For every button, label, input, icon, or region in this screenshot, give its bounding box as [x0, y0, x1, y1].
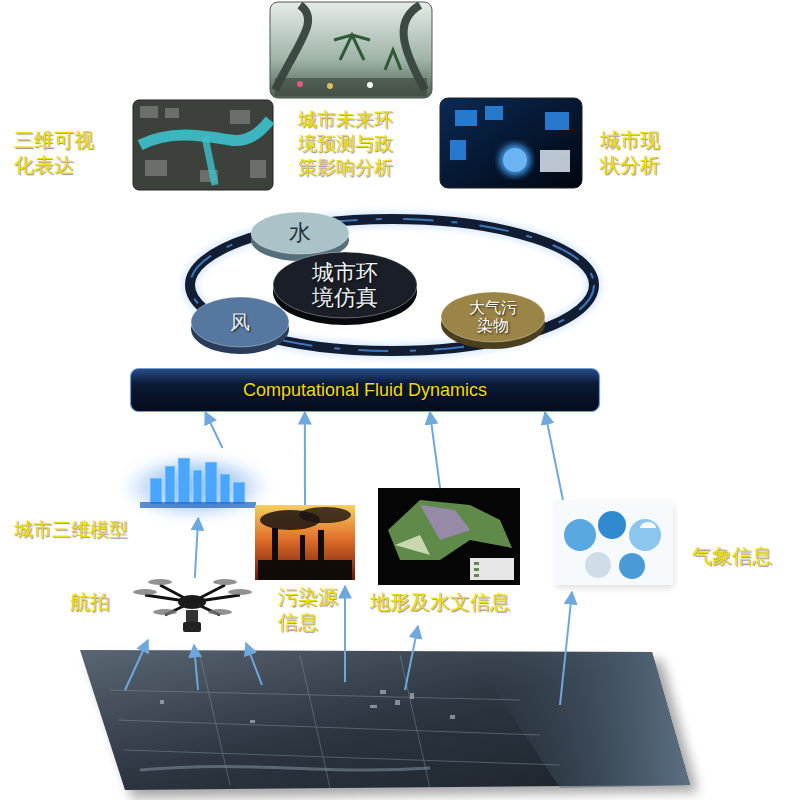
image-node: 三维可视化表达: [133, 100, 273, 190]
flow-arrow: [195, 518, 198, 578]
disc-label: 水: [267, 220, 333, 245]
map-image: [133, 100, 273, 190]
topic-disc: 风: [190, 293, 290, 355]
label-anchor: 航拍: [70, 590, 110, 615]
flow-arrow: [545, 412, 563, 500]
label-anchor: 地形及水文信息: [370, 590, 510, 615]
image-caption: 航拍: [70, 590, 110, 615]
flow-arrow: [304, 412, 306, 505]
disc-top: [191, 297, 289, 347]
city-base: [80, 650, 698, 798]
drone-image: [133, 579, 252, 632]
label-anchor: 三维可视化表达: [14, 128, 94, 178]
image-caption: 三维可视化表达: [14, 128, 94, 178]
image-node: 地形及水文信息: [378, 488, 520, 585]
flow-arrow: [430, 412, 440, 488]
pollution-image: [255, 505, 355, 580]
image-caption: 污染源信息: [278, 585, 338, 635]
method-bar: Computational Fluid Dynamics: [130, 368, 600, 412]
topic-disc: 大气污染物: [440, 288, 546, 350]
label-anchor: 气象信息: [692, 544, 772, 569]
disc-top: [251, 212, 349, 254]
image-node: 气象信息: [553, 500, 673, 585]
image-caption: 地形及水文信息: [370, 590, 510, 615]
label-anchor: 城市三维模型: [14, 518, 128, 542]
simulation-ring: [190, 219, 594, 351]
image-node: 城市未来环境预测与政策影响分析: [270, 2, 432, 98]
terrain-image: [378, 488, 520, 585]
image-caption: 城市三维模型: [14, 518, 128, 542]
label-anchor: 污染源信息: [278, 585, 338, 635]
image-caption: 城市未来环境预测与政策影响分析: [298, 108, 393, 179]
image-node: 航拍: [135, 578, 250, 640]
flow-arrow: [205, 412, 222, 448]
label-anchor: 城市现状分析: [600, 128, 660, 178]
disc-top: [273, 252, 417, 318]
source-arrows: [125, 586, 572, 705]
image-node: 城市三维模型: [128, 448, 263, 518]
image-node: 污染源信息: [255, 505, 355, 580]
image-node: 城市现状分析: [440, 98, 582, 188]
disc-label: 城市环境仿真: [312, 260, 378, 311]
weather-image: [553, 500, 674, 588]
core-disc: 城市环境仿真: [272, 248, 418, 326]
image-caption: 城市现状分析: [600, 128, 660, 178]
disc-label: 风: [210, 311, 270, 334]
method-title: Computational Fluid Dynamics: [243, 380, 487, 401]
bar-fill: [131, 369, 600, 412]
analysis-image: [440, 98, 582, 188]
future-image: [270, 2, 432, 98]
disc-label: 大气污染物: [469, 299, 517, 336]
disc-top: [441, 292, 545, 342]
city-model-image: [124, 455, 268, 519]
label-anchor: 城市未来环境预测与政策影响分析: [298, 108, 393, 179]
image-caption: 气象信息: [692, 544, 772, 569]
